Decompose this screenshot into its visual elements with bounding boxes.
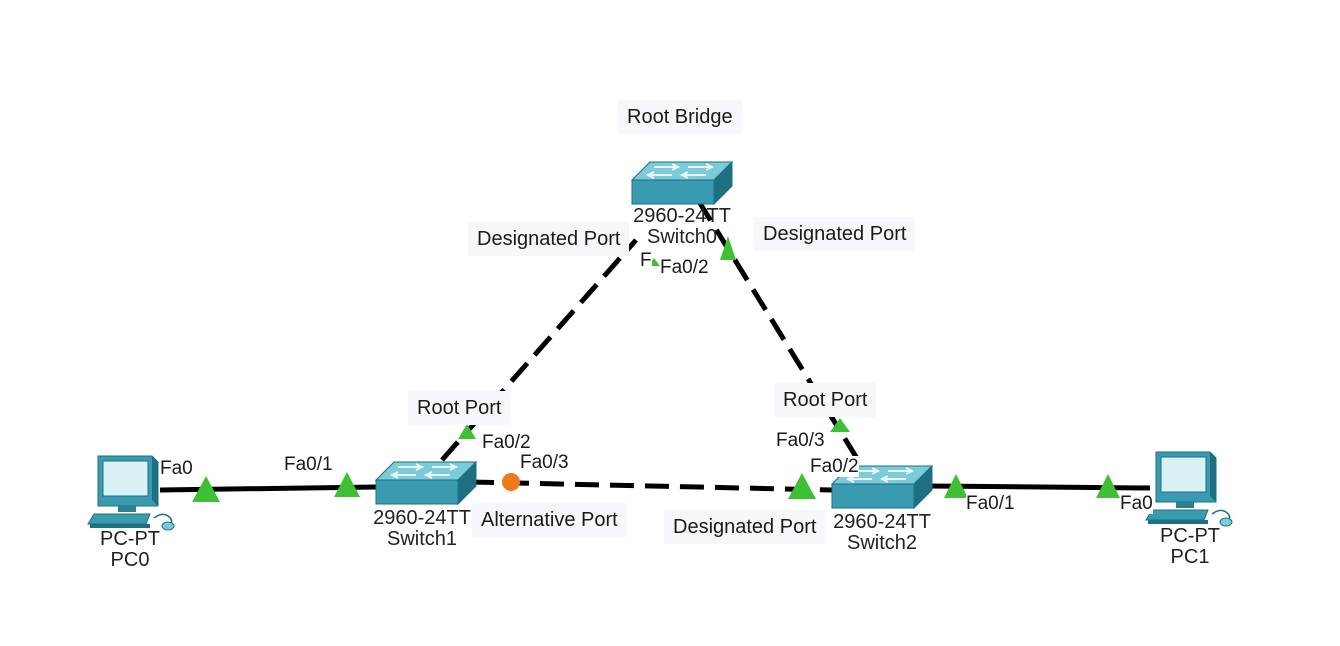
pc0-label: PC-PT PC0 [88,529,172,571]
note-designated-port-left: Designated Port [468,222,630,256]
switch1-icon[interactable] [375,461,477,505]
port-label-switch1-fa0-1: Fa0/1 [284,454,333,475]
switch1-label: 2960-24TT Switch1 [366,508,478,550]
note-designated-port-right: Designated Port [754,217,916,251]
pc1-icon[interactable] [1145,451,1233,527]
pc0-model: PC-PT [100,528,160,550]
link-switch1-switch0[interactable] [440,238,638,462]
note-root-port-left: Root Port [408,391,511,425]
port-indicator-switch2-fa0-2 [788,473,816,499]
port-indicator-pc1 [1096,474,1120,498]
port-indicator-switch1-fa0-1 [334,472,360,497]
switch1-model: 2960-24TT [373,507,471,529]
port-label-switch0-f: F [640,250,652,271]
pc0-name: PC0 [110,549,150,571]
port-label-switch2-fa0-2: Fa0/2 [810,456,859,477]
note-root-port-right: Root Port [774,383,877,417]
port-indicator-switch0-fa0-2 [720,236,736,260]
port-label-switch1-fa0-3: Fa0/3 [520,452,569,473]
port-indicator-pc0 [192,476,220,502]
port-indicator-switch2-fa0-3 [830,418,850,432]
note-alternative-port: Alternative Port [472,503,627,537]
note-root-bridge: Root Bridge [618,100,742,134]
note-designated-port-bottom: Designated Port [664,510,826,544]
switch0-model: 2960-24TT [633,205,731,227]
port-label-switch1-fa0-2: Fa0/2 [482,432,531,453]
switch2-label: 2960-24TT Switch2 [826,512,938,554]
port-label-pc1: Fa0 [1120,493,1153,514]
port-indicator-switch1-fa0-3 [502,473,520,491]
port-label-pc0: Fa0 [160,458,193,479]
pc1-label: PC-PT PC1 [1148,526,1232,568]
link-switch1-switch2[interactable] [469,479,833,493]
port-indicator-switch1-fa0-2 [458,424,476,439]
port-indicator-switch2-fa0-1 [944,474,968,498]
switch0-label: 2960-24TT Switch0 [626,206,738,248]
switch2-name: Switch2 [846,532,918,554]
switch2-model: 2960-24TT [833,511,931,533]
switch1-name: Switch1 [386,528,458,550]
port-label-switch2-fa0-1: Fa0/1 [966,493,1015,514]
switch0-name: Switch0 [646,226,718,248]
port-label-switch0-fa0-2: Fa0/2 [660,257,709,278]
pc1-model: PC-PT [1160,525,1220,547]
port-label-switch2-fa0-3: Fa0/3 [776,430,825,451]
switch0-icon[interactable] [631,161,733,205]
pc1-name: PC1 [1170,546,1210,568]
